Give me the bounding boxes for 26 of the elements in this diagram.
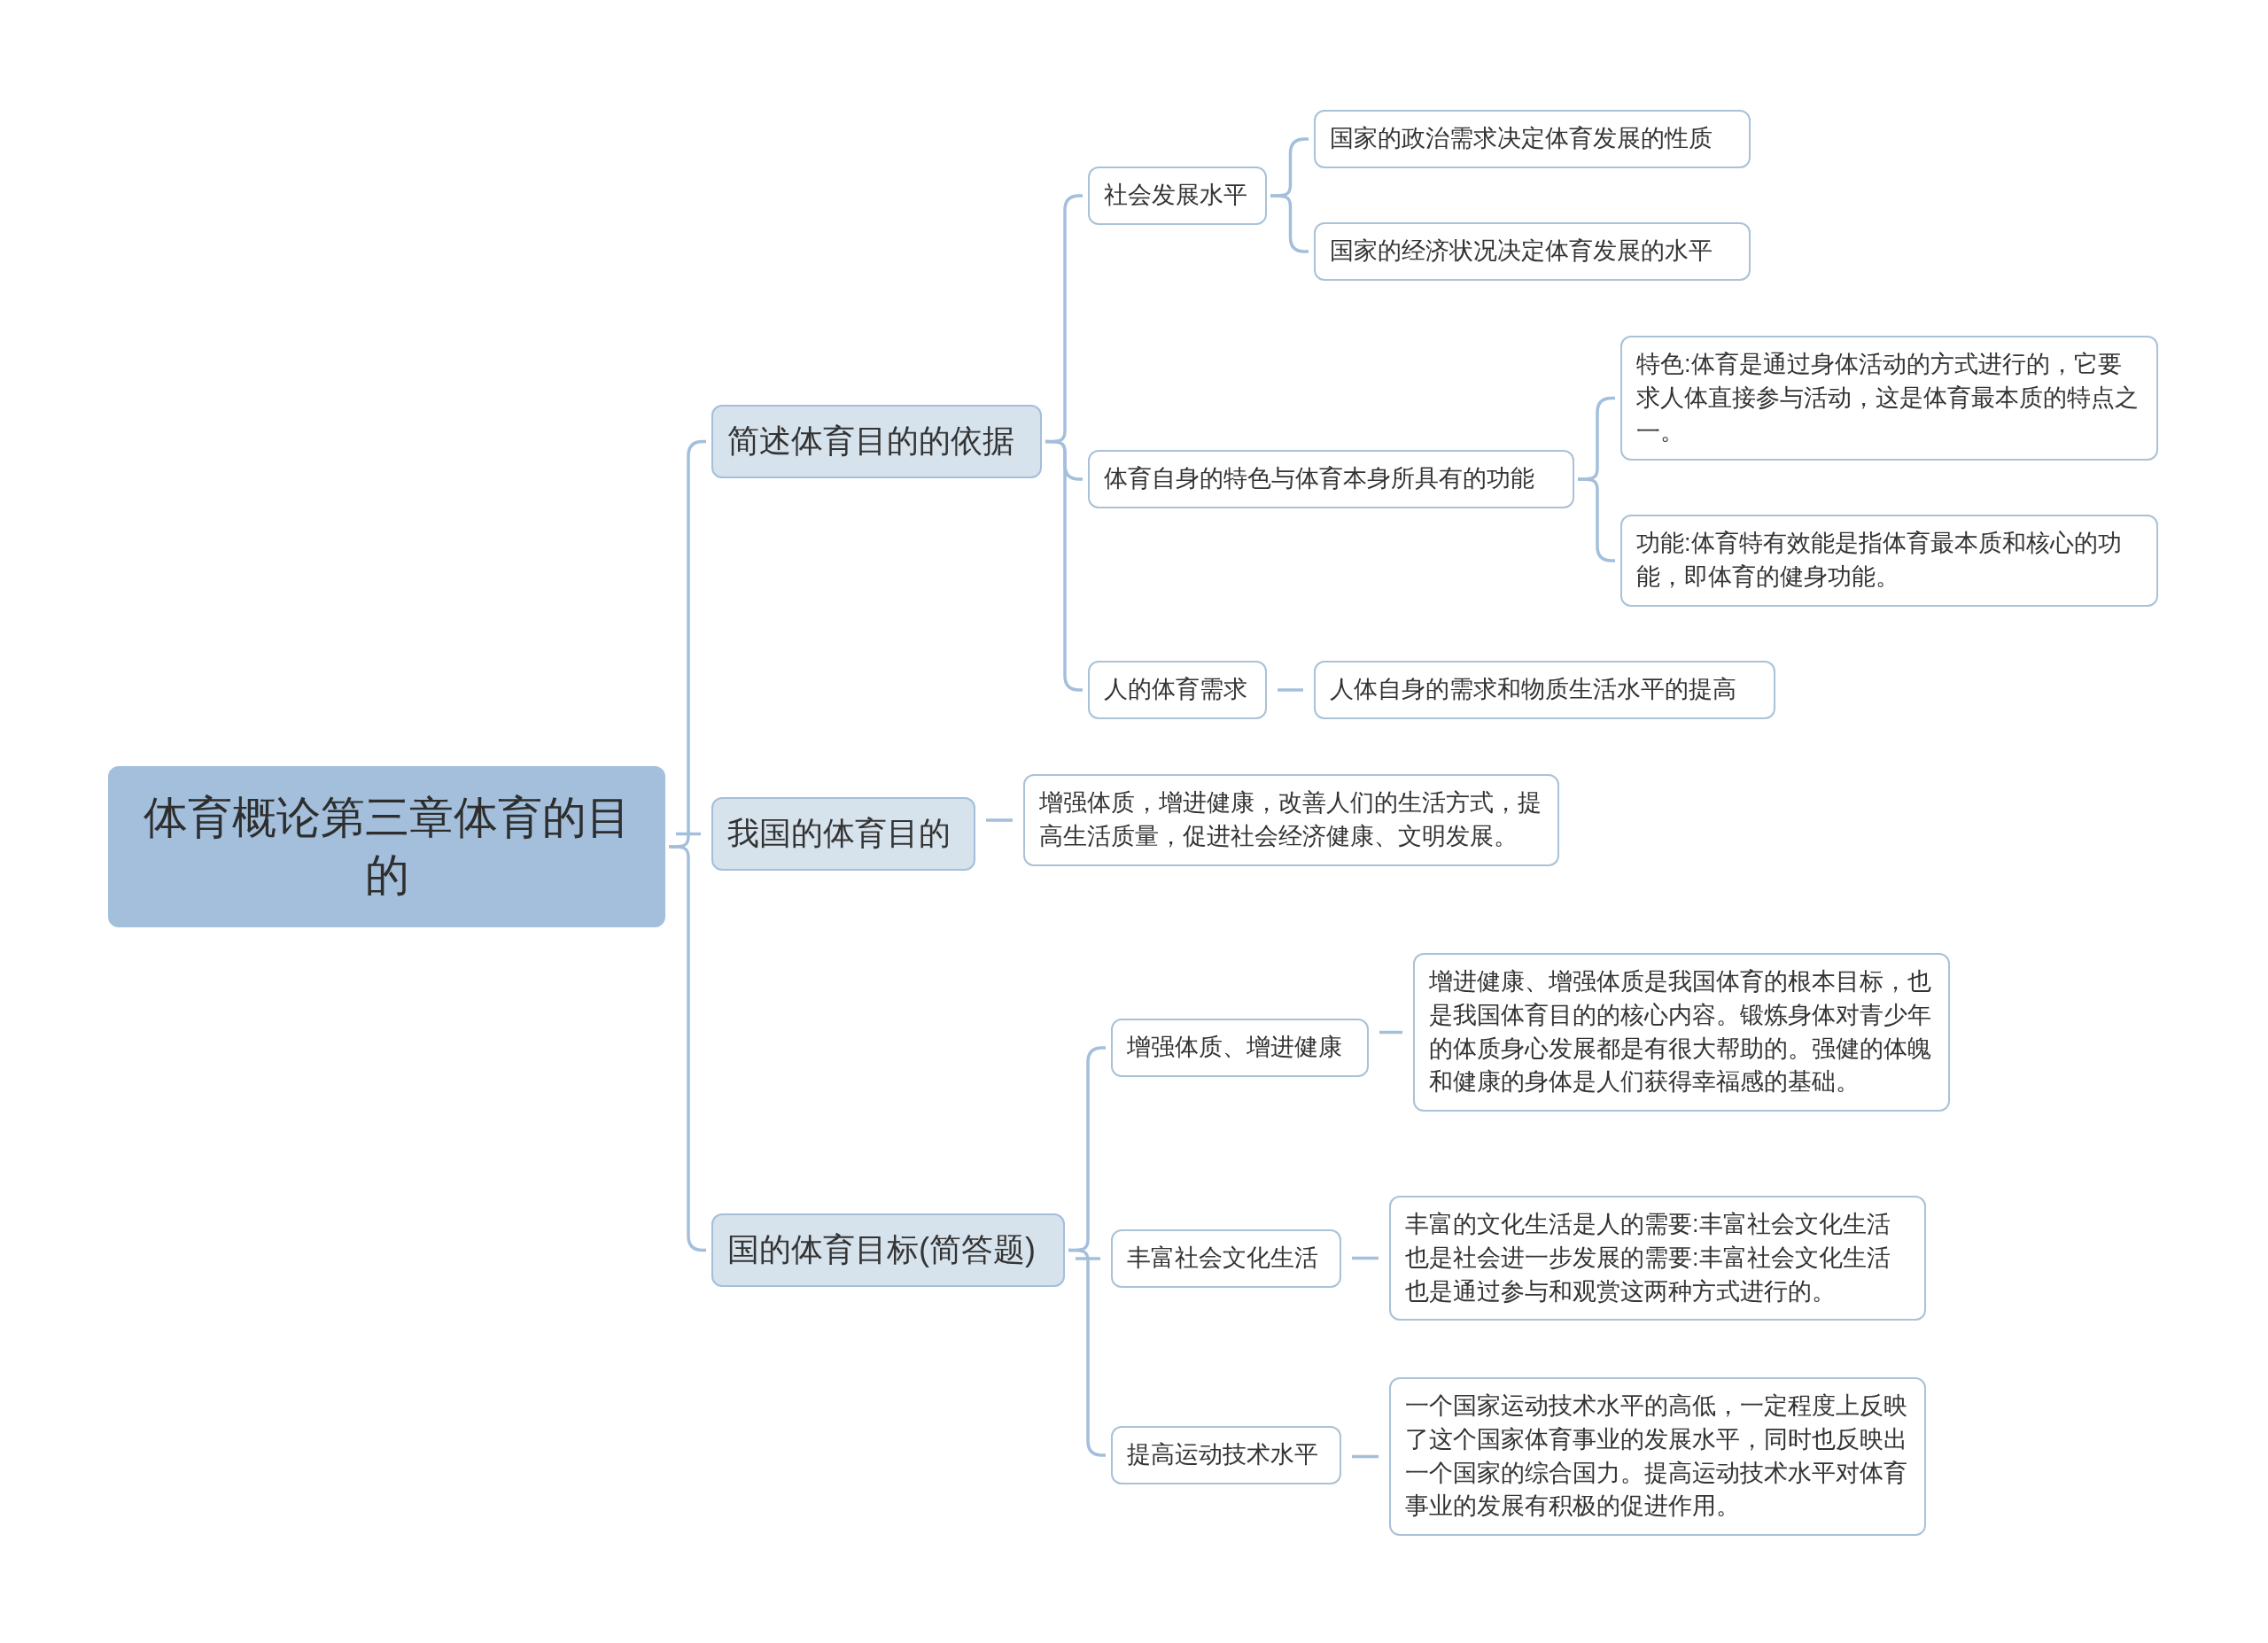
subtopic: 国家的政治需求决定体育发展的性质 xyxy=(1314,110,1751,168)
connector-line xyxy=(1379,1030,1402,1035)
subtopic: 人体自身的需求和物质生活水平的提高 xyxy=(1314,661,1775,719)
subtopic: 丰富的文化生活是人的需要:丰富社会文化生活也是社会进一步发展的需要:丰富社会文化生活也是通过参与和观赏这两种方式进行的。 xyxy=(1389,1196,1926,1321)
subtopic: 丰富社会文化生活 xyxy=(1111,1229,1341,1288)
subtopic: 功能:体育特有效能是指体育最本质和核心的功能，即体育的健身功能。 xyxy=(1620,515,2158,607)
subtopic: 人的体育需求 xyxy=(1088,661,1267,719)
main-topic: 简述体育目的的依据 xyxy=(711,405,1042,478)
connector-line xyxy=(676,832,701,836)
connector-line xyxy=(1352,1454,1379,1459)
subtopic: 国家的经济状况决定体育发展的水平 xyxy=(1314,222,1751,281)
subtopic: 增强体质、增进健康 xyxy=(1111,1019,1369,1077)
connector-line xyxy=(986,818,1013,822)
main-topic: 我国的体育目的 xyxy=(711,797,975,871)
subtopic: 提高运动技术水平 xyxy=(1111,1426,1341,1484)
subtopic: 体育自身的特色与体育本身所具有的功能 xyxy=(1088,450,1574,508)
subtopic: 社会发展水平 xyxy=(1088,167,1267,225)
subtopic: 增强体质，增进健康，改善人们的生活方式，提高生活质量，促进社会经济健康、文明发展。 xyxy=(1023,774,1559,866)
main-topic: 国的体育目标(简答题) xyxy=(711,1213,1065,1287)
connector-line xyxy=(1352,1256,1379,1260)
connector-line xyxy=(1278,688,1303,692)
connector-line xyxy=(1076,1257,1100,1260)
subtopic: 增进健康、增强体质是我国体育的根本目标，也是我国体育目的的核心内容。锻炼身体对青少年的体质身心发展都是有很大帮助的。强健的体魄和健康的身体是人们获得幸福感的基础。 xyxy=(1413,953,1950,1112)
subtopic: 一个国家运动技术水平的高低，一定程度上反映了这个国家体育事业的发展水平，同时也反映出一个国家的综合国力。提高运动技术水平对体育事业的发展有积极的促进作用。 xyxy=(1389,1377,1926,1537)
subtopic: 特色:体育是通过身体活动的方式进行的，它要求人体直接参与活动，这是体育最本质的特点之一。 xyxy=(1620,336,2158,461)
root-topic: 体育概论第三章体育的目的 xyxy=(108,766,665,927)
